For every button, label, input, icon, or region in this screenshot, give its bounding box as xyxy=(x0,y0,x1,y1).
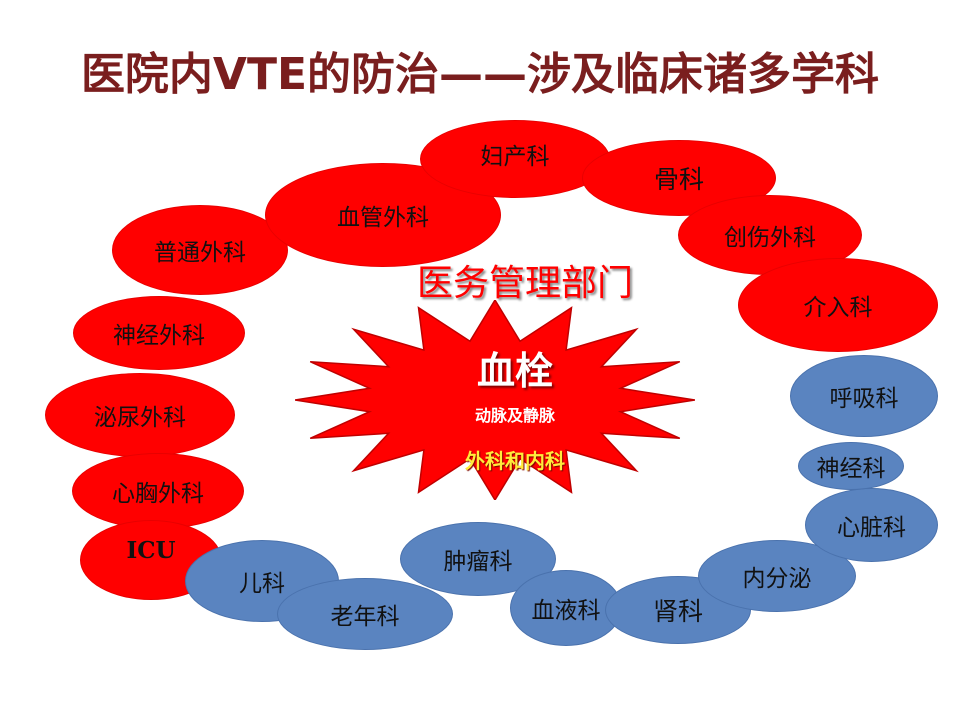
page-title: 医院内VTE的防治——涉及临床诸多学科 xyxy=(80,49,880,100)
center-thrombosis-label: 血栓 xyxy=(476,348,553,393)
dept-hematology: 血液科 xyxy=(510,570,622,646)
dept-obstetrics-gynecology: 妇产科 xyxy=(420,120,610,198)
dept-neurology: 神经科 xyxy=(798,442,904,490)
dept-respiratory: 呼吸科 xyxy=(790,355,938,437)
dept-endocrinology: 内分泌 xyxy=(698,540,856,612)
dept-urology: 泌尿外科 xyxy=(45,373,235,457)
dept-interventional: 介入科 xyxy=(738,258,938,352)
center-surgery-medicine-label: 外科和内科 xyxy=(465,449,565,473)
center-artery-vein-label: 动脉及静脉 xyxy=(474,406,555,425)
dept-geriatrics: 老年科 xyxy=(277,578,453,650)
thrombosis-starburst xyxy=(295,300,695,500)
dept-cardiology: 心脏科 xyxy=(805,488,938,562)
dept-general-surgery: 普通外科 xyxy=(112,205,288,295)
dept-neurosurgery: 神经外科 xyxy=(73,296,245,370)
dept-cardiothoracic-surgery: 心胸外科 xyxy=(72,453,244,529)
starburst-shape xyxy=(295,300,695,500)
management-department-label: 医务管理部门 xyxy=(416,263,633,304)
